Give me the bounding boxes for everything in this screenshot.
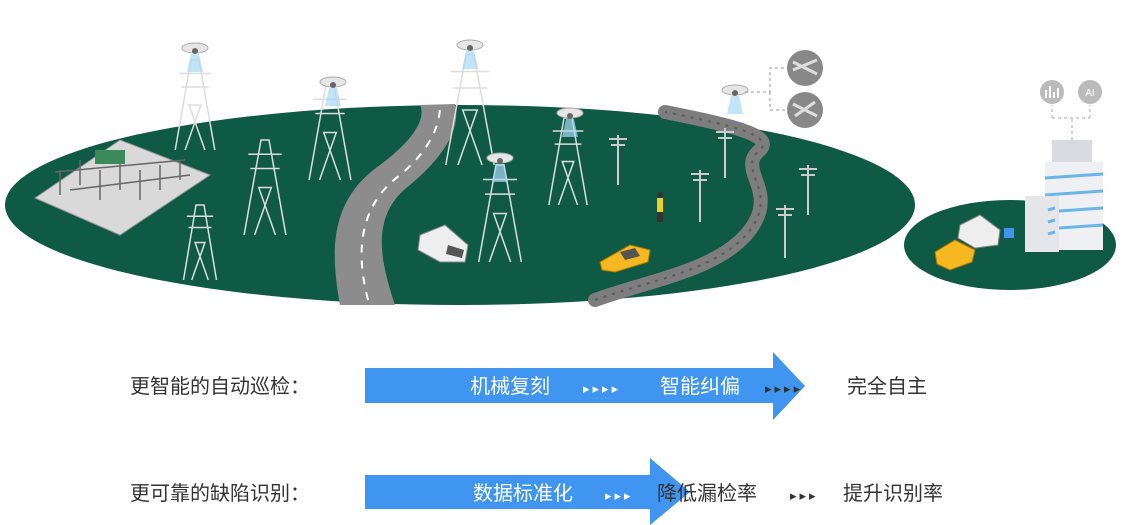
transmission-tower <box>182 204 218 281</box>
row-label-inspection: 更智能的自动巡检： <box>130 374 310 398</box>
yellow-car <box>599 244 651 273</box>
drone <box>486 152 514 182</box>
utility-pole <box>776 205 794 258</box>
city-buildings: AI <box>934 80 1104 271</box>
road <box>334 104 457 305</box>
row-label-defect-recognition: 更可靠的缺陷识别： <box>130 481 310 505</box>
progress-arrow-1 <box>365 352 805 420</box>
drone <box>556 107 584 137</box>
utility-pole <box>691 170 709 222</box>
white-van <box>417 224 469 263</box>
step-full-autonomy: 完全自主 <box>847 374 927 398</box>
utility-pole <box>609 135 627 185</box>
transmission-tower <box>243 139 287 236</box>
utility-pole <box>716 128 734 178</box>
progress-arrow-2 <box>365 458 690 525</box>
step-improve-recognition-rate: 提升识别率 <box>843 481 943 505</box>
svg-text:AI: AI <box>1085 88 1094 99</box>
substation <box>33 139 212 236</box>
arrow-separator: ▸▸▸▸ <box>583 382 622 397</box>
step-mechanical-replication: 机械复刻 <box>470 374 550 398</box>
ai-icon <box>1078 80 1102 104</box>
drone <box>319 76 347 106</box>
arrow-separator: ▸▸▸ <box>790 489 819 504</box>
bar-chart-icon <box>1040 80 1064 104</box>
defect-samples <box>745 50 823 128</box>
main-ground <box>5 105 915 305</box>
drone <box>456 39 484 69</box>
inspector-person <box>657 192 663 222</box>
drone <box>181 42 209 72</box>
arrow-separator: ▸▸▸▸ <box>765 382 804 397</box>
drone <box>721 84 749 114</box>
drones <box>181 39 749 182</box>
step-data-standardization: 数据标准化 <box>473 481 573 505</box>
road-dashes <box>360 105 441 301</box>
utility-poles <box>609 128 817 258</box>
step-reduce-miss-rate: 降低漏检率 <box>657 481 757 505</box>
utility-pole <box>799 165 817 215</box>
arrow-separator: ▸▸▸ <box>605 489 634 504</box>
step-smart-correction: 智能纠偏 <box>660 374 740 398</box>
